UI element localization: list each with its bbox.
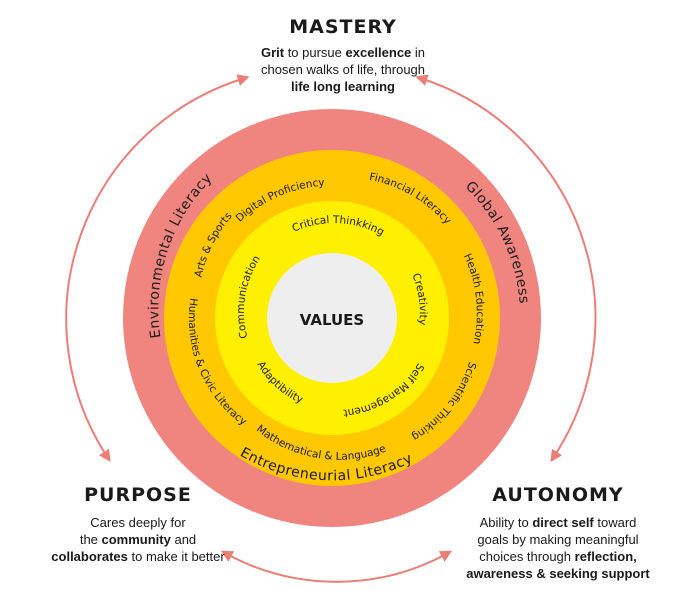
purpose-block: PURPOSE Cares deeply for the community a… bbox=[38, 484, 238, 565]
arrow-mastery-purpose bbox=[65, 74, 250, 463]
mastery-block: MASTERY Grit to pursue excellence in cho… bbox=[218, 16, 468, 95]
mastery-text: chosen walks of life, through bbox=[260, 62, 426, 77]
mastery-excellence: excellence bbox=[345, 45, 412, 60]
values-label: VALUES bbox=[300, 311, 364, 329]
autonomy-text: goals by making meaningful bbox=[477, 532, 639, 547]
mastery-text: to pursue bbox=[284, 45, 346, 60]
purpose-collaborates: collaborates bbox=[51, 549, 128, 564]
autonomy-awareness: awareness & seeking support bbox=[466, 566, 650, 581]
purpose-text: to make it better bbox=[127, 549, 225, 564]
mastery-grit: Grit bbox=[260, 45, 285, 60]
purpose-text: Cares deeply for bbox=[90, 515, 186, 530]
purpose-description: Cares deeply for the community and colla… bbox=[38, 514, 238, 565]
arrow-mastery-autonomy bbox=[415, 74, 597, 462]
purpose-text: the bbox=[79, 532, 102, 547]
purpose-text: and bbox=[170, 532, 197, 547]
mastery-text: in bbox=[411, 45, 426, 60]
autonomy-text: choices through bbox=[479, 549, 575, 564]
arrow-purpose-autonomy bbox=[220, 550, 453, 583]
mastery-lifelong: life long learning bbox=[290, 79, 395, 94]
autonomy-reflection: reflection, bbox=[574, 549, 637, 564]
purpose-community: community bbox=[101, 532, 171, 547]
autonomy-title: AUTONOMY bbox=[492, 484, 624, 506]
mastery-title: MASTERY bbox=[289, 16, 397, 38]
mastery-description: Grit to pursue excellence in chosen walk… bbox=[218, 44, 468, 95]
values-core bbox=[267, 253, 397, 383]
autonomy-text: Ability to bbox=[479, 515, 533, 530]
purpose-title: PURPOSE bbox=[84, 484, 192, 506]
autonomy-block: AUTONOMY Ability to direct self toward g… bbox=[458, 484, 658, 582]
autonomy-description: Ability to direct self toward goals by m… bbox=[458, 514, 658, 582]
autonomy-direct-self: direct self bbox=[532, 515, 594, 530]
autonomy-text: toward bbox=[593, 515, 637, 530]
